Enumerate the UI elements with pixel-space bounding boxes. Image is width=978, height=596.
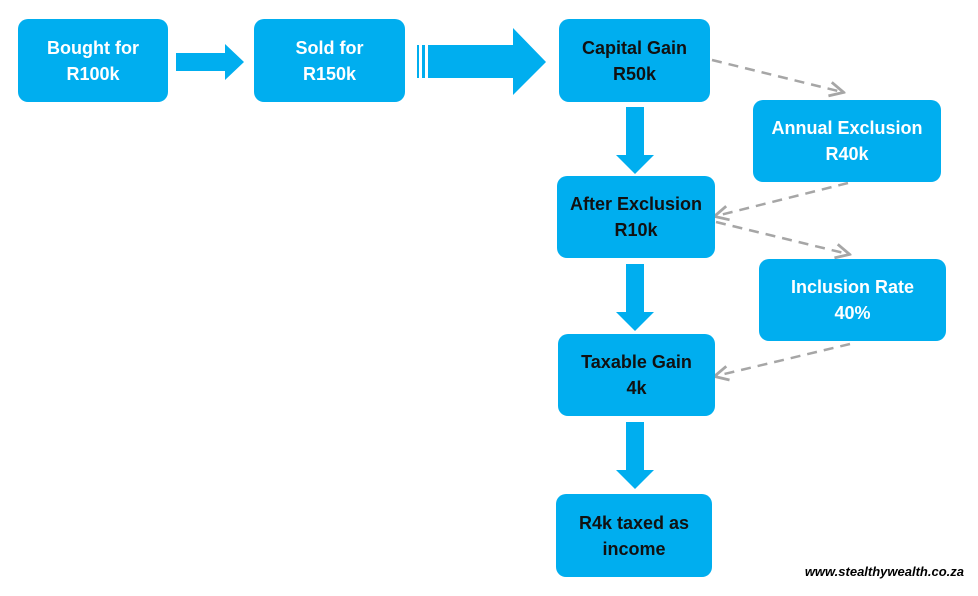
- sold-for-value: R150k: [302, 63, 357, 84]
- inclusion-rate-value: 40%: [834, 303, 871, 323]
- arrow-bought-to-sold: [176, 44, 244, 80]
- arrow-taxable-to-income: [616, 422, 654, 489]
- dashed-annual-to-after: [716, 181, 849, 216]
- annual-exclusion-box: Annual Exclusion R40k: [753, 100, 941, 182]
- taxed-as-income-box: R4k taxed as income: [556, 494, 712, 577]
- bought-for-value: R100k: [66, 63, 120, 84]
- capital-gain-box: Capital Gain R50k: [559, 19, 710, 102]
- dashed-gain-to-annual: [711, 58, 842, 92]
- inclusion-rate-box: Inclusion Rate 40%: [759, 259, 946, 341]
- arrow-after-to-taxable: [616, 264, 654, 331]
- bought-for-label: Bought for: [47, 37, 139, 58]
- sold-for-label: Sold for: [295, 37, 364, 58]
- website-watermark: www.stealthywealth.co.za: [804, 564, 964, 579]
- taxable-gain-box: Taxable Gain 4k: [558, 334, 715, 416]
- arrow-gain-to-after: [616, 107, 654, 174]
- annual-exclusion-value: R40k: [825, 144, 869, 164]
- capital-gain-label: Capital Gain: [581, 37, 688, 58]
- after-exclusion-label: After Exclusion: [569, 194, 703, 214]
- taxable-gain-label: Taxable Gain: [581, 352, 692, 372]
- bought-for-box: Bought for R100k: [18, 19, 168, 102]
- sold-for-box: Sold for R150k: [254, 19, 405, 102]
- after-exclusion-box: After Exclusion R10k: [557, 176, 715, 258]
- arrow-sold-to-gain: [417, 28, 546, 95]
- taxed-as-income-line1: R4k taxed as: [578, 512, 690, 533]
- dashed-inclusion-to-taxable: [716, 342, 851, 376]
- inclusion-rate-label: Inclusion Rate: [790, 277, 915, 297]
- after-exclusion-value: R10k: [614, 220, 658, 240]
- taxed-as-income-line2: income: [602, 538, 666, 559]
- dashed-after-to-inclusion: [715, 220, 848, 254]
- annual-exclusion-label: Annual Exclusion: [771, 118, 923, 138]
- capital-gain-value: R50k: [612, 63, 657, 84]
- taxable-gain-value: 4k: [626, 378, 647, 398]
